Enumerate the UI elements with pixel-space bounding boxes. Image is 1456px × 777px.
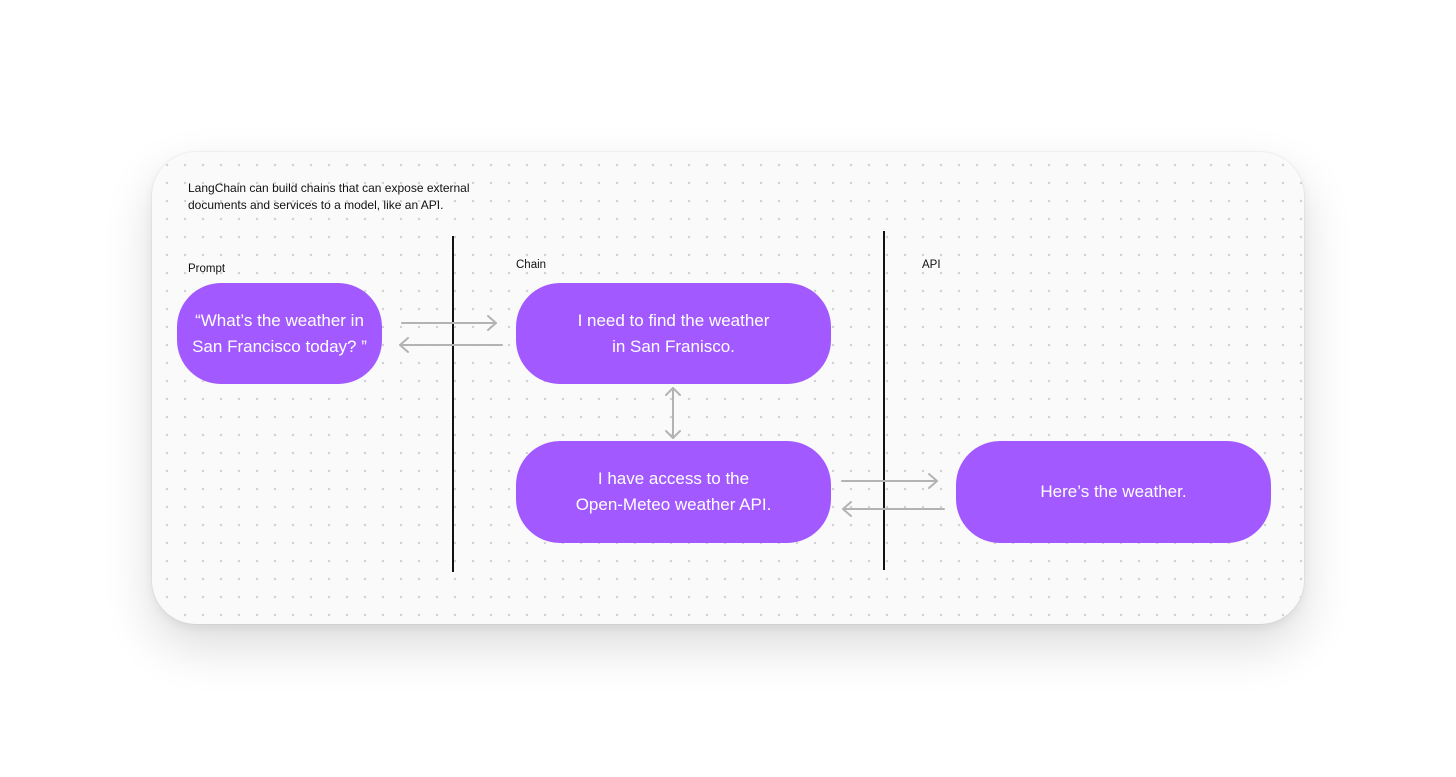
column-label-prompt: Prompt [188, 263, 226, 275]
column-label-chain: Chain [516, 259, 547, 271]
arrow-chain-vertical [665, 387, 681, 439]
node-chain-access: I have access to the Open-Meteo weather … [516, 441, 831, 543]
divider-prompt-chain [452, 236, 454, 572]
arrow-chain-to-prompt [399, 337, 503, 353]
arrows-layer [399, 315, 945, 517]
arrow-api-to-chain [842, 501, 945, 517]
node-api-response: Here’s the weather. [956, 441, 1271, 543]
diagram-card: LangChain can build chains that can expo… [152, 152, 1304, 624]
node-prompt-message: “What’s the weather in San Francisco tod… [177, 283, 382, 384]
intro-text: LangChain can build chains that can expo… [188, 181, 470, 212]
node-chain-find: I need to find the weather in San Franis… [516, 283, 831, 384]
arrow-prompt-to-chain [401, 315, 497, 331]
column-label-api: API [922, 259, 941, 271]
arrow-chain-to-api [841, 473, 938, 489]
divider-chain-api [883, 231, 885, 570]
